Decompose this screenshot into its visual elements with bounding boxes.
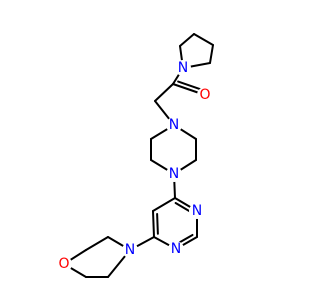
atom-o-morpholine: O: [56, 256, 72, 272]
atom-label-background: [166, 166, 182, 182]
atom-label: N: [192, 203, 202, 219]
atom-label: O: [58, 256, 69, 272]
atom-label: O: [199, 87, 210, 103]
atom-n-piperazine-bottom: N: [166, 166, 182, 182]
atom-label-background: [122, 242, 138, 258]
atom-label-background: [166, 117, 182, 133]
pyrimidine-double-bond-second: [156, 212, 159, 235]
methylene-bond: [154, 83, 174, 102]
pyrrolidine-bond: [193, 33, 214, 46]
pyrrolidine-bond: [209, 44, 214, 64]
bond-layer: [63, 33, 214, 278]
atom-label-background: [56, 256, 72, 272]
atom-label-background: [168, 241, 184, 257]
atom-label: N: [125, 242, 135, 258]
atom-n-pyrrolidine: N: [175, 60, 191, 76]
atom-n-morpholine: N: [122, 242, 138, 258]
atom-label: N: [169, 117, 179, 133]
atom-label-background: [189, 203, 205, 219]
pyrimidine-bond: [152, 197, 176, 212]
pyrimidine-double-bond: [152, 210, 155, 238]
pyrrolidine-bond: [179, 33, 195, 47]
atom-o-carbonyl: O: [197, 87, 213, 103]
atom-label: N: [171, 241, 181, 257]
atom-n-piperazine-top: N: [166, 117, 182, 133]
atom-n-pyrimidine-bottom: N: [168, 241, 184, 257]
atom-n-pyrimidine-right: N: [189, 203, 205, 219]
atom-label-background: [175, 60, 191, 76]
atom-label-background: [197, 87, 213, 103]
atom-label: N: [169, 166, 179, 182]
morpholine-bond: [85, 236, 109, 251]
carbonyl-double-bond-second: [177, 80, 204, 91]
atom-label: N: [178, 60, 188, 76]
